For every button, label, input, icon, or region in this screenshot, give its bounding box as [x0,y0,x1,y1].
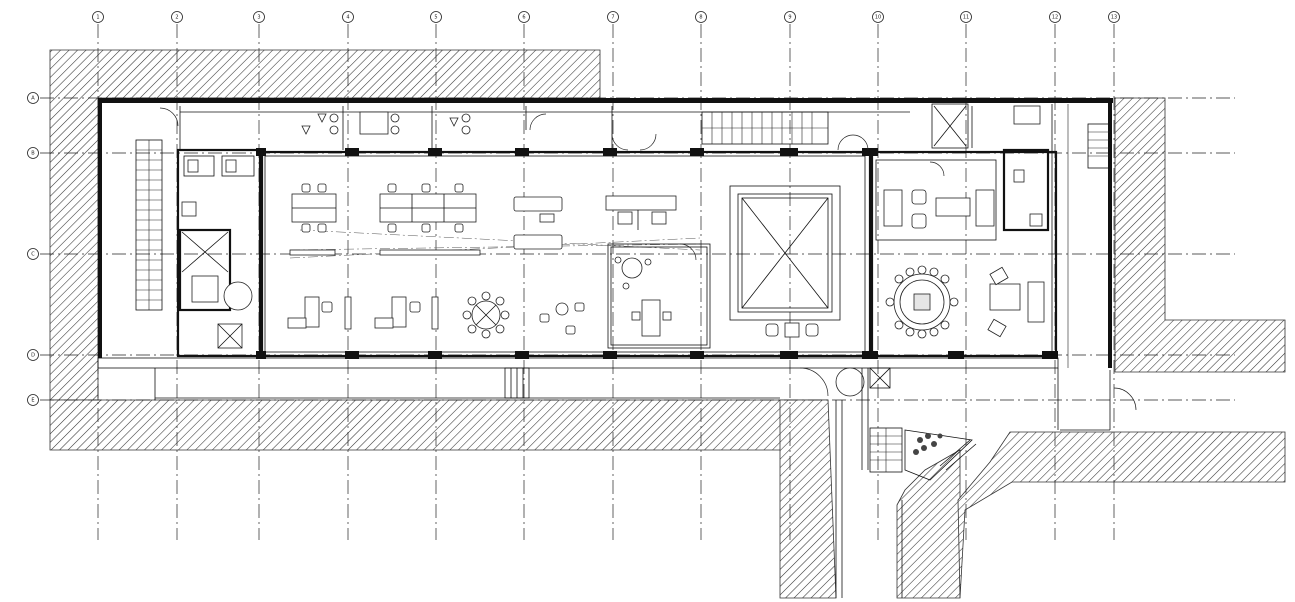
stairs-east [1067,104,1137,411]
sofa [513,196,563,212]
east-wall [1108,98,1112,368]
planter [904,429,977,481]
west-core [176,148,264,358]
meeting-table [641,299,661,337]
grid-bubble-col-10 [872,11,884,23]
grid-label-col-6: 6 [522,14,525,20]
masonry-leg-left [779,399,837,599]
lounge-chairs [539,302,585,335]
grid-bubble-row-B [27,147,39,159]
round-table-group [462,291,510,339]
masonry-bottom [49,399,829,451]
sofa [513,234,563,250]
grid-label-col-3: 3 [257,14,260,20]
grid-label-col-12: 12 [1052,14,1058,20]
meeting-room [607,243,711,349]
toilet [225,159,237,173]
grid-label-row-B: B [31,150,35,156]
grid-label-col-2: 2 [175,14,178,20]
grid-bubble-col-5 [430,11,442,23]
workstation-cluster-bottom [287,296,439,330]
grid-label-col-10: 10 [875,14,881,20]
grid-bubble-col-8 [695,11,707,23]
lounge-seating [513,196,563,250]
grid-label-row-E: E [31,397,34,403]
masonry-angled [957,431,1286,599]
grid-label-col-4: 4 [346,14,349,20]
north-wall [98,98,1113,103]
exterior-masonry [49,49,1286,599]
east-wing [870,103,1058,358]
toilet [1013,169,1025,183]
workstation-cluster-top [291,183,477,233]
grid-label-row-D: D [31,352,35,358]
grid-label-col-8: 8 [699,14,702,20]
stairs-south [869,427,903,473]
round-table [621,257,643,279]
stairs-north [701,111,829,145]
office-desk [359,111,389,135]
toilet [187,159,199,173]
stairs-west [135,107,179,311]
building-envelope [97,98,1113,431]
grid-bubble-col-4 [342,11,354,23]
grid-bubble-row-D [27,349,39,361]
desks-col7 [605,195,677,230]
grid-bubble-col-2 [171,11,183,23]
grid-label-col-11: 11 [963,14,969,20]
elevator-shaft [178,228,232,312]
grid-label-col-1: 1 [96,14,99,20]
grid-bubble-col-6 [518,11,530,23]
grid-bubble-col-7 [607,11,619,23]
grid-label-col-7: 7 [611,14,614,20]
grid-bubble-row-E [27,394,39,406]
grid-bubble-col-1 [92,11,104,23]
open-office-outline [258,150,872,358]
grid-bubble-col-11 [960,11,972,23]
atrium-void [729,185,841,338]
west-wall [98,98,102,358]
office-desk [935,197,971,217]
grid-bubble-col-13 [1108,11,1120,23]
grid-bubble-col-12 [1049,11,1061,23]
grid-label-col-5: 5 [434,14,437,20]
masonry-right [1114,97,1286,373]
grid-bubble-col-9 [784,11,796,23]
south-wall [97,357,1059,369]
grid-bubble-col-3 [253,11,265,23]
grid-label-col-13: 13 [1111,14,1117,20]
grid-bubble-row-C [27,248,39,260]
grid-bubble-row-A [27,92,39,104]
grid-label-row-C: C [31,251,35,257]
grid-label-row-A: A [31,95,35,101]
south-entrance [504,367,903,598]
masonry-leg-right [896,449,961,599]
grid-label-col-9: 9 [788,14,791,20]
